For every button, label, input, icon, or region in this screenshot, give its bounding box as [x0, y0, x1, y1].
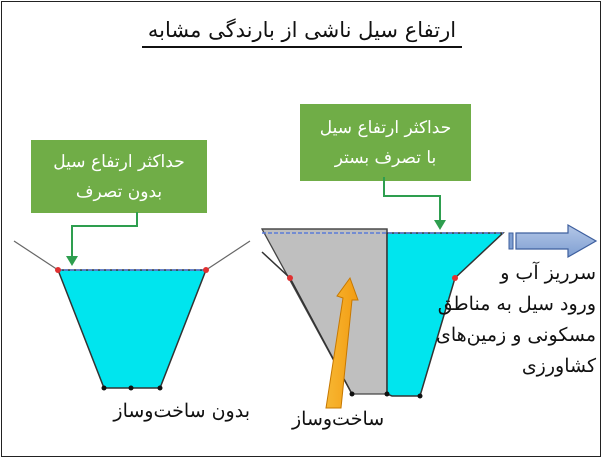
label-without-structure: بدون ساخت‌وساز: [113, 400, 250, 422]
marker-bed-right: [417, 393, 423, 399]
overflow-note-line: سرریز آب و: [500, 262, 596, 284]
callout-line-2: با تصرف بستر: [334, 147, 437, 168]
overflow-note-line: ورود سیل به مناطق: [437, 293, 596, 315]
connector-arrowhead: [66, 256, 78, 266]
structure-fill: [260, 228, 388, 395]
callout-connector: [71, 212, 138, 259]
structure-pointer-arrow: [325, 276, 359, 409]
channel-without-structure: [13, 212, 251, 391]
label-with-structure: ساخت‌وساز: [292, 408, 385, 430]
overflow-arrow: [508, 223, 598, 259]
bank-line-right: [205, 240, 251, 271]
bank-line-left: [13, 240, 59, 271]
marker-bed-mid: [128, 385, 134, 391]
callout-max-flood-without-encroachment: حداکثر ارتفاع سیل بدون تصرف: [31, 140, 207, 213]
callout-max-flood-with-encroachment: حداکثر ارتفاع سیل با تصرف بستر: [300, 104, 471, 181]
callout-connector: [383, 177, 441, 222]
overflow-arrow-body: [515, 223, 598, 259]
marker-bed-left: [349, 391, 355, 397]
water-body: [56, 269, 208, 389]
callout-line-1: حداکثر ارتفاع سیل: [53, 151, 185, 172]
structure-top: [262, 228, 388, 233]
connector-arrowhead: [434, 220, 446, 230]
marker-bank-left: [287, 275, 293, 281]
channel-with-structure: [260, 177, 505, 399]
marker-bed-right: [157, 385, 163, 391]
overflow-note: سرریز آب و ورود سیل به مناطق مسکونی و زم…: [424, 258, 596, 382]
marker-bank-right: [452, 275, 458, 281]
slide-title: ارتفاع سیل ناشی از بارندگی مشابه: [0, 18, 604, 48]
marker-bed-mid: [384, 391, 390, 397]
overflow-arrow-tick: [508, 232, 514, 250]
callout-line-2: بدون تصرف: [75, 181, 163, 202]
callout-line-1: حداکثر ارتفاع سیل: [319, 117, 452, 138]
marker-bed-left: [101, 385, 107, 391]
overflow-note-line: کشاورزی: [521, 355, 596, 377]
marker-bank-left: [55, 267, 61, 273]
marker-bank-right: [203, 267, 209, 273]
overflow-note-line: مسکونی و زمین‌های: [435, 324, 596, 346]
